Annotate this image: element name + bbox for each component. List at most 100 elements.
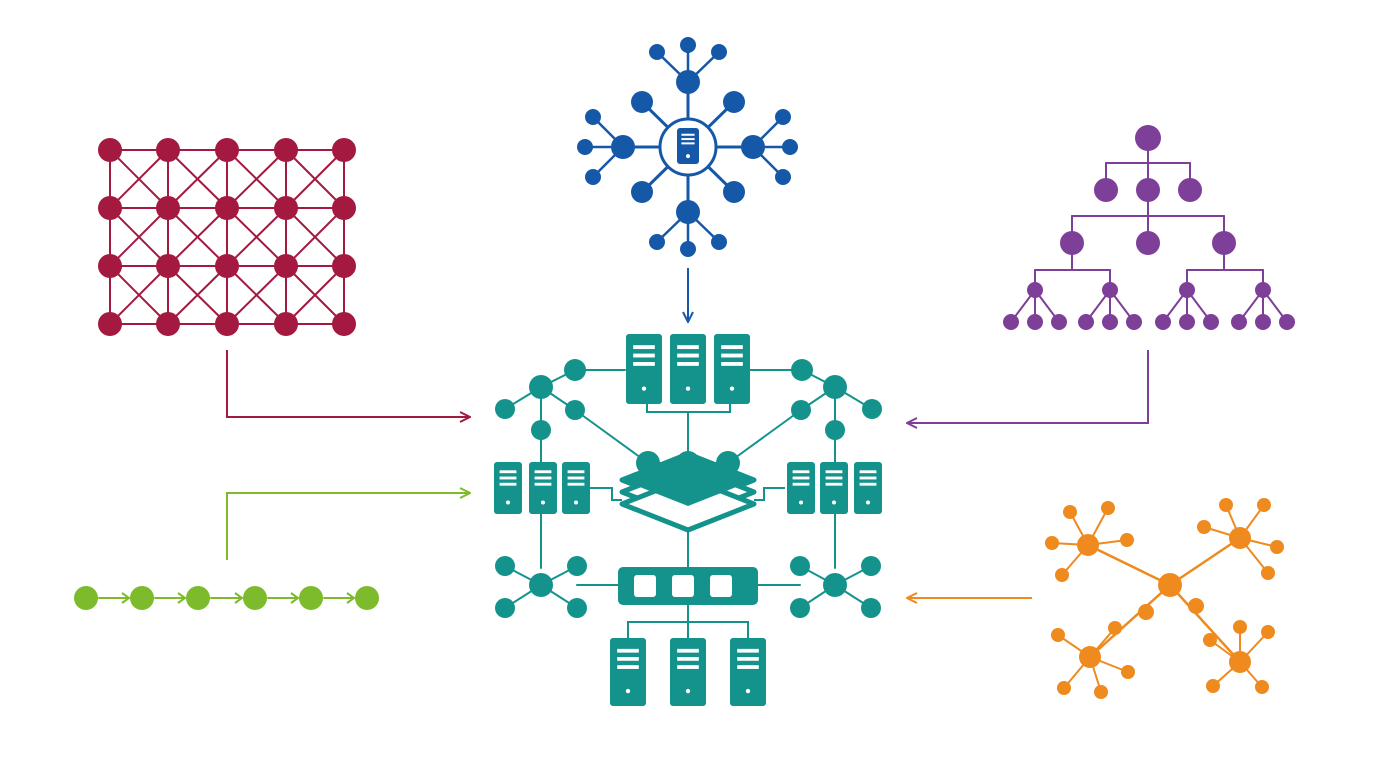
network-node (862, 399, 882, 419)
hybrid-cluster-node (1079, 646, 1101, 668)
server-slot (534, 470, 552, 474)
server-body (714, 334, 750, 404)
star-leaf-node (711, 234, 727, 250)
server-slot (677, 657, 699, 661)
star-leaf-node (775, 109, 791, 125)
server-slot (499, 476, 517, 480)
tree-node (1060, 231, 1084, 255)
bus-node (299, 586, 323, 610)
network-node (861, 598, 881, 618)
star-leaf-node (649, 44, 665, 60)
server-slot (633, 353, 655, 358)
server-led (685, 688, 691, 694)
server-slot (859, 482, 877, 486)
link-line (226, 149, 287, 209)
server-slot (721, 353, 743, 358)
tree-topology-icon (1003, 125, 1295, 330)
star-leaf-node (577, 139, 593, 155)
mesh-topology-icon (98, 138, 356, 336)
network-node (495, 598, 515, 618)
server-slot (677, 665, 699, 669)
server-slot (567, 476, 585, 480)
network-node (823, 375, 847, 399)
server-led (745, 688, 751, 694)
hybrid-leaf-node (1108, 621, 1122, 635)
link-line (167, 207, 228, 267)
tree-node (1212, 231, 1236, 255)
mesh-node (156, 138, 180, 162)
mesh-node (156, 312, 180, 336)
network-node (861, 556, 881, 576)
star-node (723, 91, 745, 113)
link-line (109, 149, 169, 209)
tree-leaf-node (1051, 314, 1067, 330)
server-icon (677, 128, 699, 164)
star-node (631, 181, 653, 203)
server-icon (670, 334, 706, 404)
mesh-node (332, 138, 356, 162)
star-node (676, 70, 700, 94)
mesh-node (156, 254, 180, 278)
server-led (625, 688, 631, 694)
server-icon (494, 462, 522, 514)
star-leaf-node (775, 169, 791, 185)
link-line (285, 207, 345, 267)
server-led (641, 386, 647, 391)
network-node (636, 451, 660, 475)
mesh-node (332, 312, 356, 336)
server-slot (534, 482, 552, 486)
star-leaf-node (782, 139, 798, 155)
network-node (529, 573, 553, 597)
tree-node (1136, 178, 1160, 202)
bus-to-center-arrow (226, 493, 470, 560)
server-slot (681, 133, 695, 136)
server-icon (529, 462, 557, 514)
hybrid-leaf-node (1045, 536, 1059, 550)
tree-root-node (1135, 125, 1161, 151)
link-line (1168, 583, 1242, 664)
network-node (529, 375, 553, 399)
tree-node (1094, 178, 1118, 202)
server-slot (617, 657, 639, 661)
tree-node (1027, 282, 1043, 298)
mesh-node (98, 312, 122, 336)
star-topology-icon (577, 37, 798, 257)
server-slot (792, 470, 810, 474)
mesh-node (215, 312, 239, 336)
switch-port (672, 575, 694, 597)
server-slot (567, 470, 585, 474)
hybrid-leaf-node (1261, 625, 1275, 639)
server-led (832, 500, 836, 505)
connector-arrows (226, 268, 1149, 598)
tree-leaf-node (1279, 314, 1295, 330)
mesh-node (274, 254, 298, 278)
server-slot (721, 345, 743, 350)
tree-node (1136, 231, 1160, 255)
link-line (1088, 583, 1172, 659)
hybrid-leaf-node (1233, 620, 1247, 634)
hybrid-leaf-node (1055, 568, 1069, 582)
network-node (790, 598, 810, 618)
bus-node (74, 586, 98, 610)
bus-arrow (177, 592, 187, 604)
star-leaf-node (585, 109, 601, 125)
hybrid-topology-icon (1045, 498, 1284, 699)
server-led (685, 386, 691, 391)
server-bus-line (646, 403, 731, 413)
bus-arrow (290, 592, 300, 604)
hybrid-cluster-node (1077, 534, 1099, 556)
network-node (531, 420, 551, 440)
hybrid-node (1188, 598, 1204, 614)
server-led (866, 500, 870, 505)
hybrid-cluster-node (1229, 527, 1251, 549)
link-line (167, 149, 228, 209)
hybrid-node (1138, 604, 1154, 620)
server-slot (499, 470, 517, 474)
tree-leaf-node (1155, 314, 1171, 330)
link-line (109, 207, 169, 267)
link-line (1168, 536, 1242, 587)
server-slot (534, 476, 552, 480)
star-leaf-node (649, 234, 665, 250)
star-node (741, 135, 765, 159)
